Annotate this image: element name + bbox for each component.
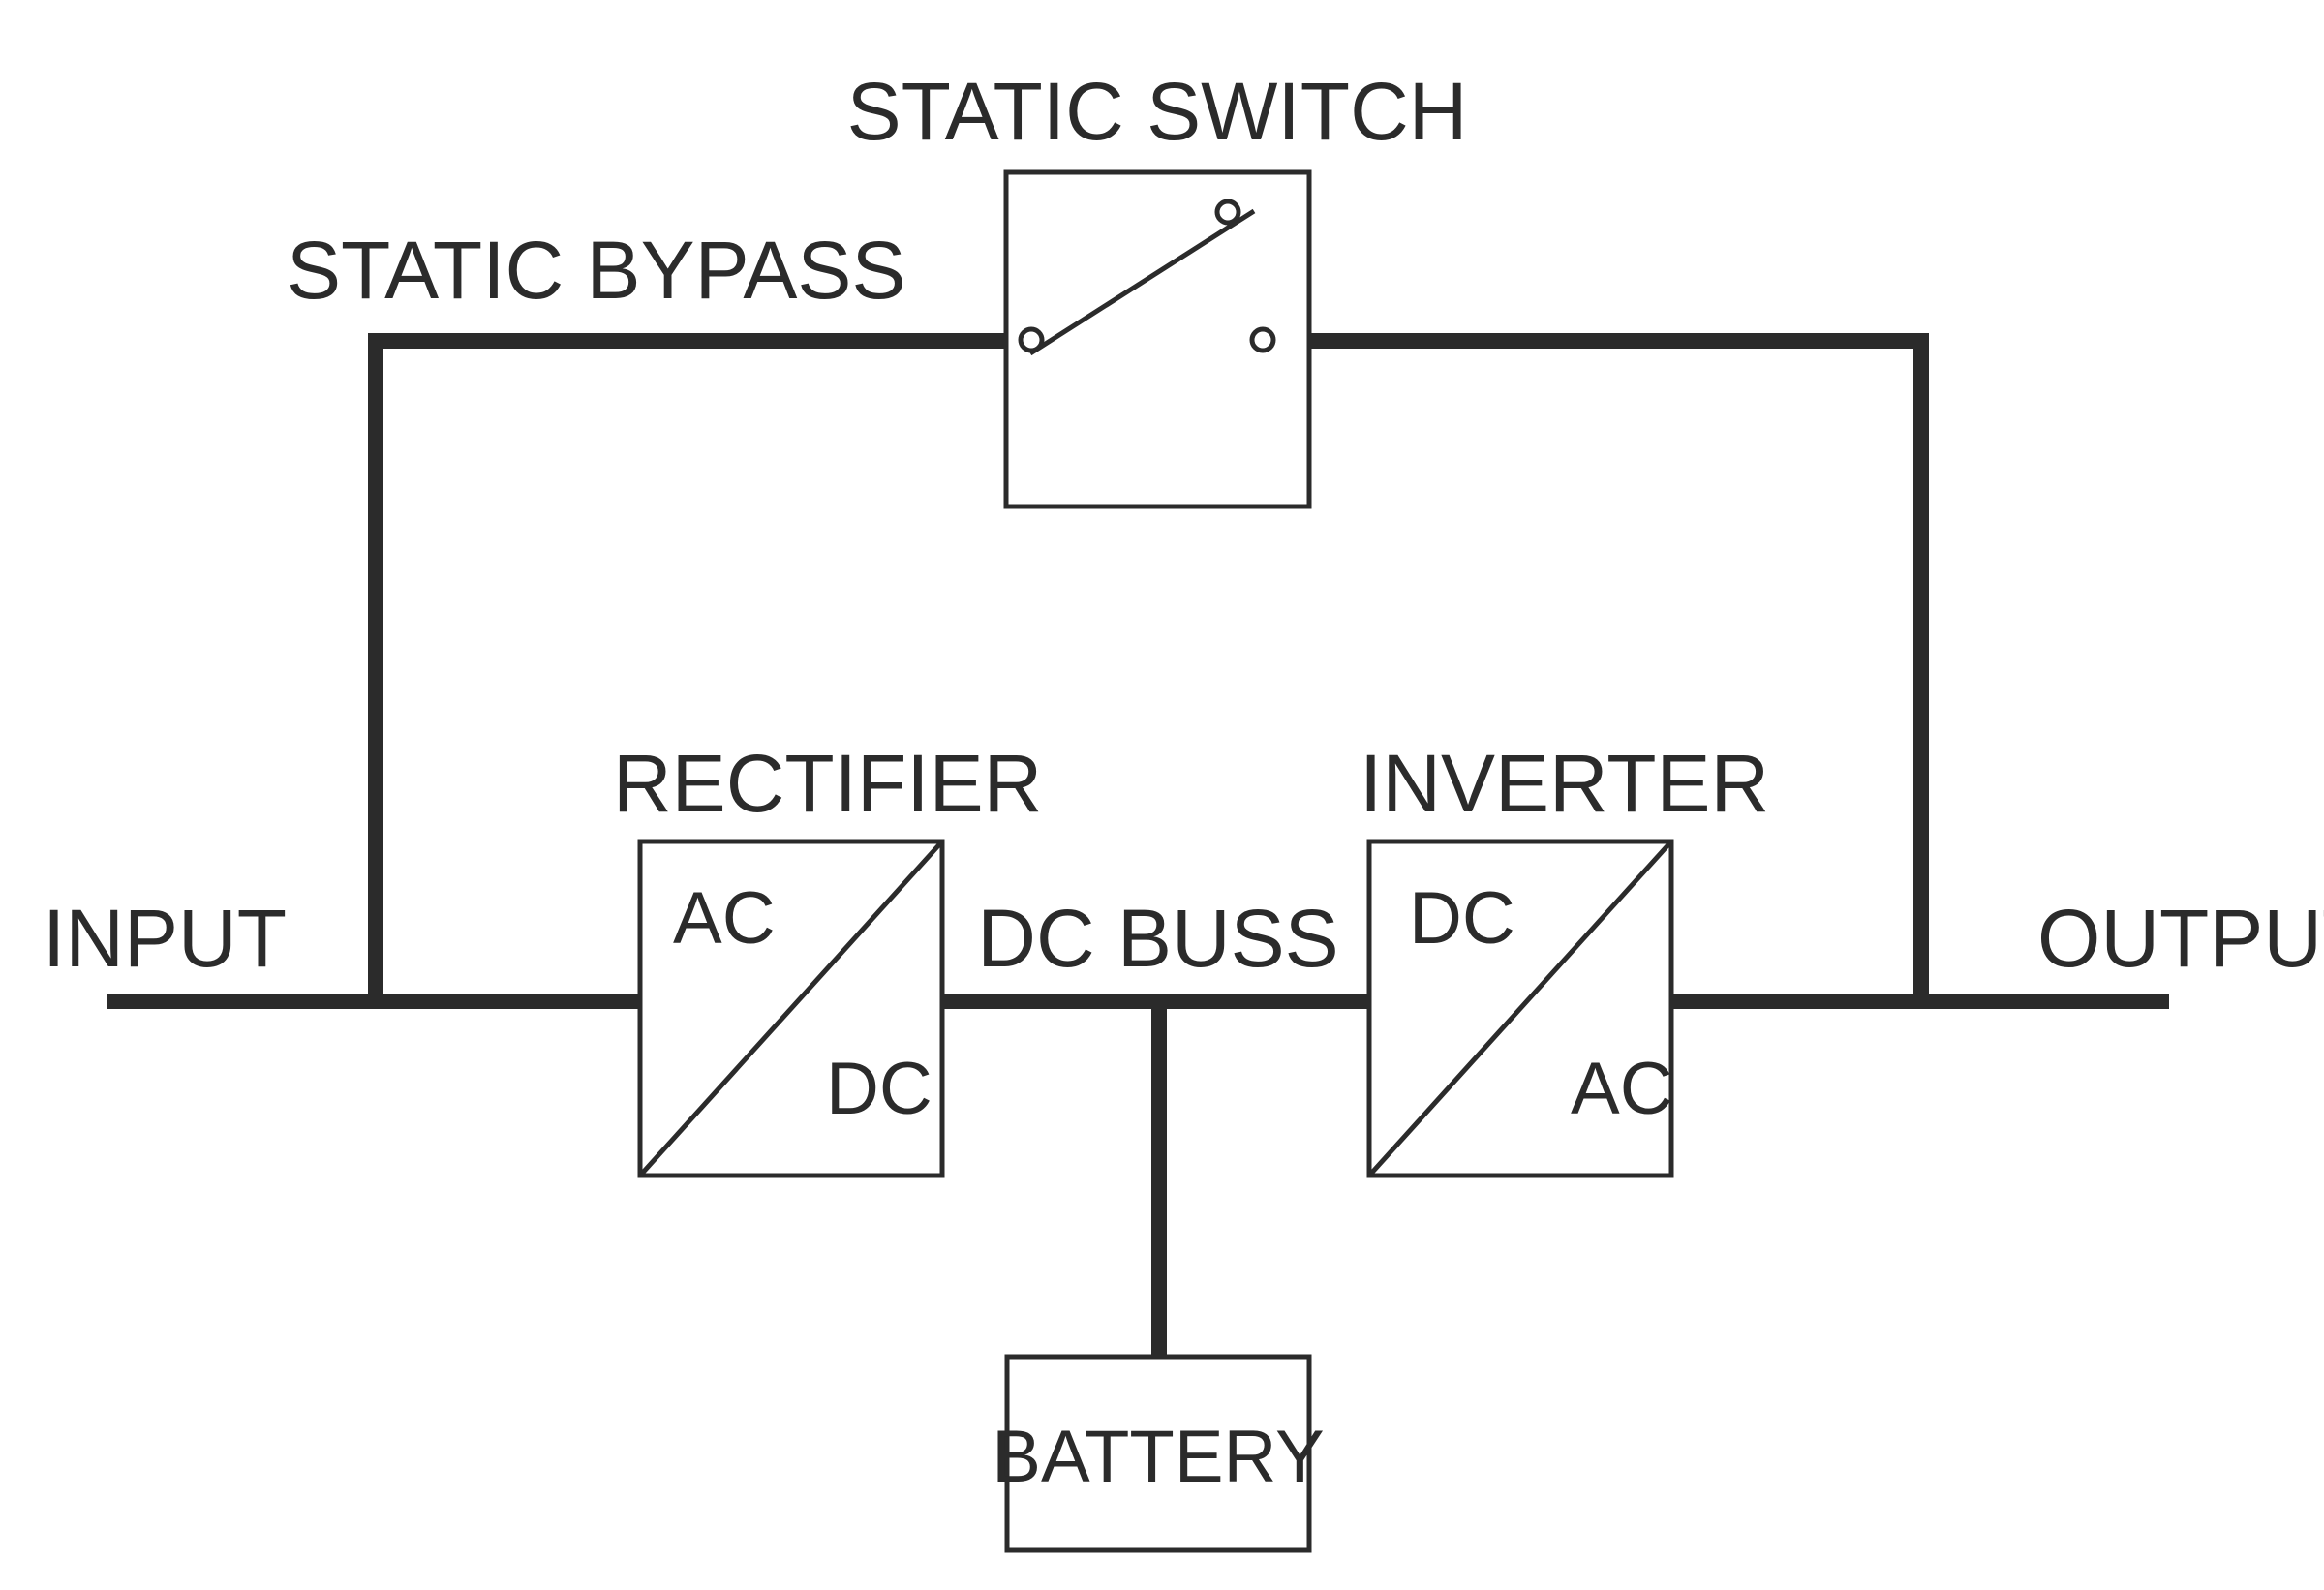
inverter-box: DC AC <box>1366 839 1674 1178</box>
rectifier-dc-label: DC <box>826 1048 933 1130</box>
static-bypass-line-left <box>368 333 1028 1001</box>
static-bypass-line-right <box>1272 333 1929 1001</box>
inverter-label: INVERTER <box>1360 738 1769 829</box>
rectifier-label: RECTIFIER <box>613 738 1042 829</box>
inverter-dc-label: DC <box>1409 877 1515 960</box>
switch-contact-top <box>1214 199 1241 226</box>
switch-contact-left <box>1018 326 1045 353</box>
output-label: OUTPUT <box>2037 893 2324 984</box>
inverter-diagonal <box>1367 840 1673 1177</box>
inverter-ac-label: AC <box>1571 1048 1673 1130</box>
dc-buss-label: DC BUSS <box>977 893 1338 984</box>
switch-blade <box>1028 208 1256 356</box>
battery-label: BATTERY <box>992 1416 1324 1498</box>
rectifier-diagonal <box>638 840 944 1177</box>
static-switch-box <box>1003 169 1312 509</box>
static-switch-label: STATIC SWITCH <box>847 66 1468 157</box>
rectifier-box: AC DC <box>637 839 945 1178</box>
static-bypass-label: STATIC BYPASS <box>287 225 905 316</box>
switch-contact-right <box>1249 326 1276 353</box>
input-label: INPUT <box>43 893 287 984</box>
battery-box: BATTERY <box>992 1354 1325 1553</box>
rectifier-ac-label: AC <box>673 877 776 960</box>
